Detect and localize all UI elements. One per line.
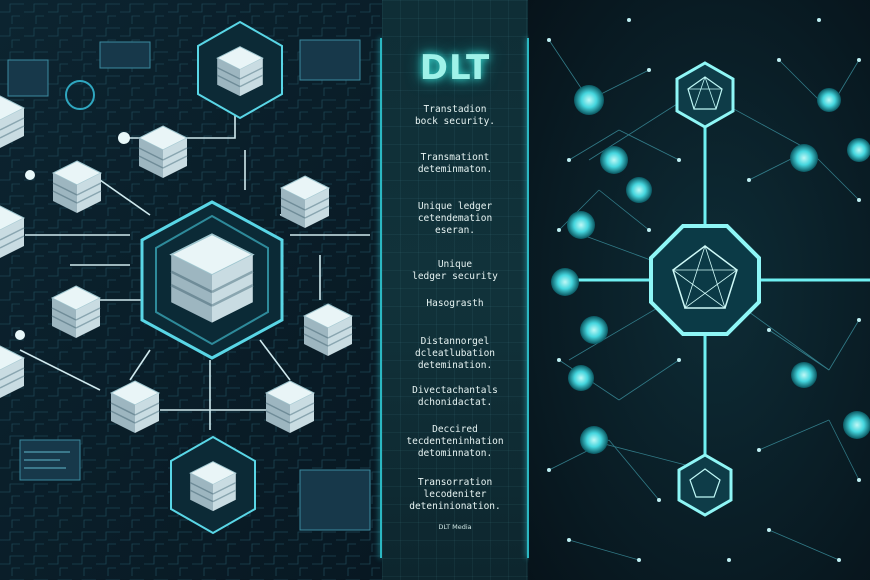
line: cetendemation xyxy=(417,213,493,224)
line: Hasograsth xyxy=(426,298,484,309)
line: Divectachantals xyxy=(412,385,498,396)
line: Distannorgel xyxy=(420,336,490,347)
line: dchonidactat. xyxy=(417,397,493,408)
line: dcleatlubation xyxy=(414,348,496,359)
text-block-4: Unique ledger security xyxy=(382,259,528,283)
text-block-3: Unique ledger cetendemation eseran. xyxy=(382,201,528,237)
text-block-5: Hasograsth xyxy=(382,298,528,310)
line: deteninionation. xyxy=(409,501,501,512)
text-block-9: Transorration lecodeniter deteninionatio… xyxy=(382,477,528,513)
line: ledger security xyxy=(412,271,498,282)
text-block-6: Distannorgel dcleatlubation detemination… xyxy=(382,336,528,372)
line: Transmationt xyxy=(420,152,490,163)
left-block-network xyxy=(0,0,382,580)
line: eseran. xyxy=(434,225,476,236)
grid-background xyxy=(382,0,528,580)
line: detemination. xyxy=(417,360,493,371)
text-block-8: Deccired tecdenteninhation detominnaton. xyxy=(382,424,528,460)
line: tecdenteninhation xyxy=(406,436,504,447)
right-divider xyxy=(527,38,529,558)
line: Unique xyxy=(437,259,473,270)
line: deteminmaton. xyxy=(417,164,493,175)
line: Unique ledger xyxy=(417,201,493,212)
line: lecodeniter xyxy=(423,489,487,500)
central-block xyxy=(140,200,284,360)
text-column: DLT Transtadion bock security. Transmati… xyxy=(382,0,528,580)
line: Transtadion xyxy=(423,104,487,115)
line: detominnaton. xyxy=(417,448,493,459)
line: bock security. xyxy=(414,116,496,127)
page-title: DLT xyxy=(419,48,491,88)
credit: DLT Media xyxy=(438,523,472,531)
text-block-7: Divectachantals dchonidactat. xyxy=(382,385,528,409)
text-block-1: Transtadion bock security. xyxy=(382,104,528,128)
line: Deccired xyxy=(432,424,478,435)
line: Transorration xyxy=(417,477,493,488)
left-divider xyxy=(380,38,382,558)
text-block-2: Transmationt deteminmaton. xyxy=(382,152,528,176)
right-node-network xyxy=(529,0,870,580)
